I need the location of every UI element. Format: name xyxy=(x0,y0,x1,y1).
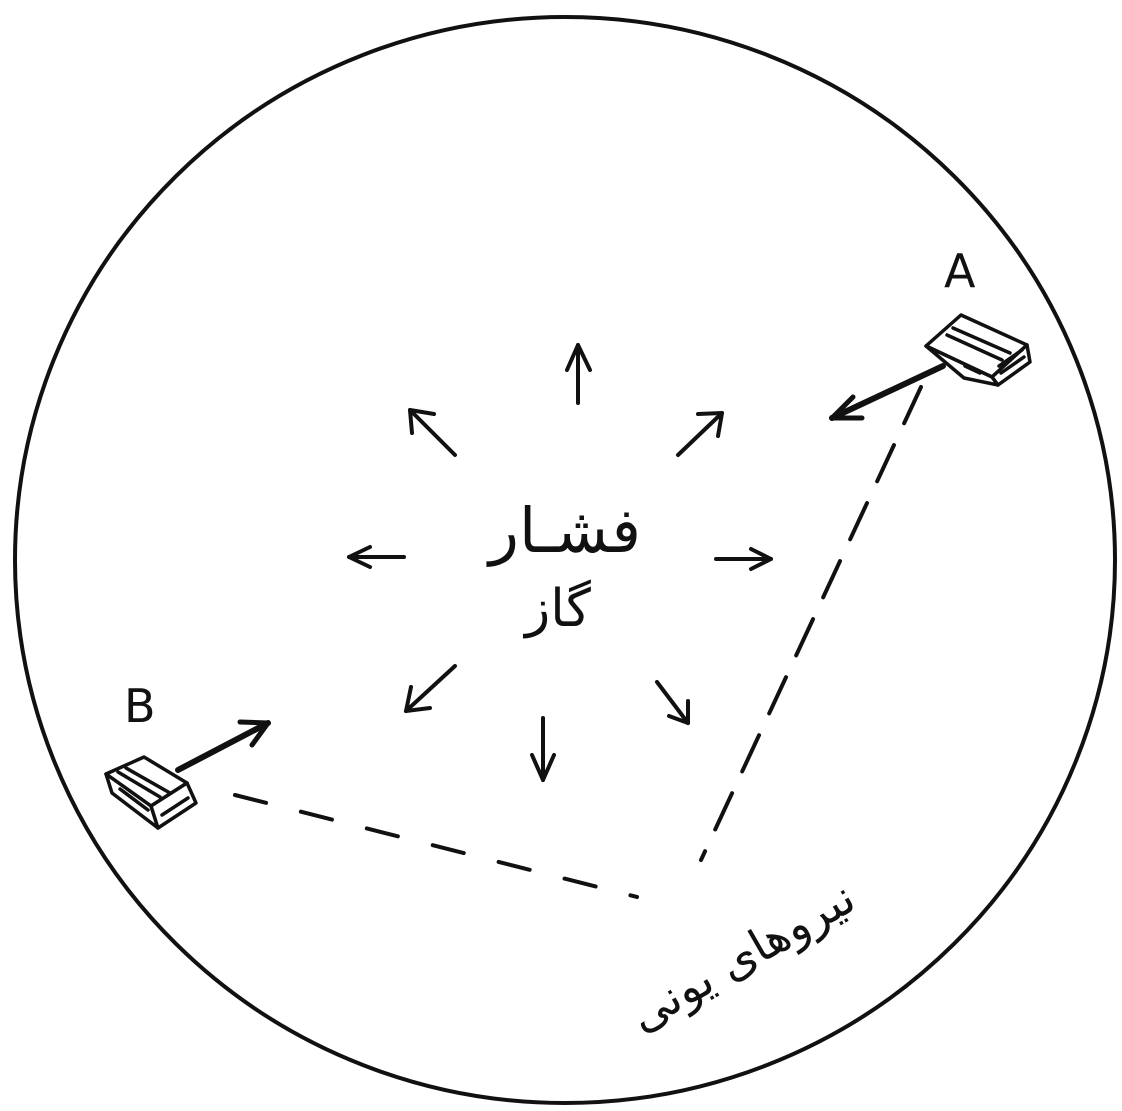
pressure-arrow-left xyxy=(349,547,404,567)
dashed-line-from-a xyxy=(701,387,921,860)
pressure-arrow-right xyxy=(716,549,771,569)
center-label-gas: گاز xyxy=(522,579,591,639)
center-label-pressure: فشـار xyxy=(486,494,641,567)
dashed-line-from-b xyxy=(235,795,637,897)
pressure-arrow-down-right xyxy=(657,682,688,723)
label-a: A xyxy=(944,244,976,298)
block-icon xyxy=(926,315,1030,385)
force-arrow-a xyxy=(832,366,943,418)
force-arrow-b xyxy=(178,722,268,770)
pressure-arrow-up xyxy=(567,345,590,403)
force-dashed-lines xyxy=(235,387,921,897)
label-b: B xyxy=(124,679,156,733)
forces-label: نیروهای یونی xyxy=(620,870,865,1043)
pressure-arrow-up-left xyxy=(410,410,455,455)
body-a: A xyxy=(832,244,1030,418)
pressure-arrow-up-right xyxy=(678,413,722,455)
body-b: B xyxy=(106,679,268,828)
pressure-arrow-down xyxy=(532,718,554,780)
pressure-arrow-down-left xyxy=(406,666,455,711)
